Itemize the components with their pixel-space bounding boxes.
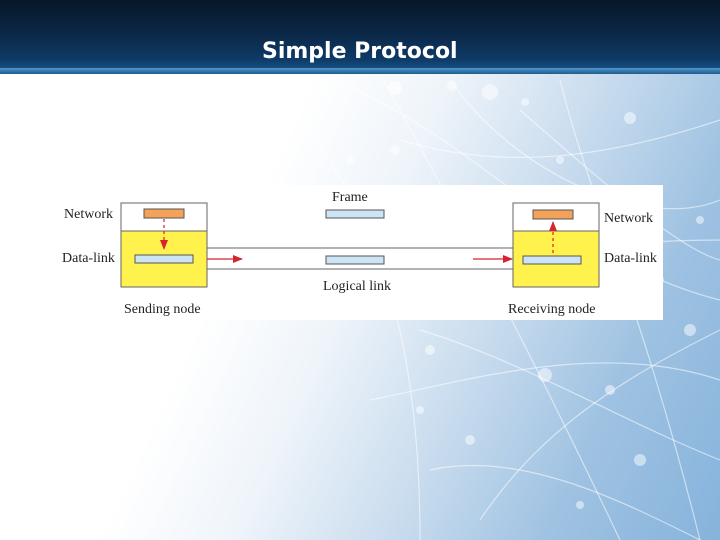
receiver-network-label: Network bbox=[604, 211, 653, 226]
sender-datalink-label: Data-link bbox=[62, 251, 115, 266]
receiver-caption: Receiving node bbox=[508, 302, 595, 317]
frame-legend-box bbox=[325, 209, 385, 219]
receiver-datalink-frame bbox=[522, 255, 582, 265]
logical-link-label: Logical link bbox=[323, 279, 391, 294]
sender-network-label: Network bbox=[64, 207, 113, 222]
simple-protocol-diagram: Network Data-link Sending node Network D… bbox=[60, 185, 663, 320]
title-bar-glow bbox=[0, 68, 720, 74]
logical-link: Frame Logical link bbox=[207, 190, 513, 294]
sender-network-packet bbox=[143, 208, 185, 219]
sender-datalink-frame bbox=[134, 254, 194, 264]
receiving-node: Network Data-link Receiving node bbox=[508, 202, 657, 317]
sender-caption: Sending node bbox=[124, 302, 201, 317]
receiver-network-packet bbox=[532, 209, 574, 220]
title-bar: Simple Protocol bbox=[0, 0, 720, 74]
page-title: Simple Protocol bbox=[262, 39, 458, 64]
frame-in-transit bbox=[325, 255, 385, 265]
sending-node: Network Data-link Sending node bbox=[62, 202, 208, 317]
receiver-datalink-label: Data-link bbox=[604, 251, 657, 266]
frame-label: Frame bbox=[332, 190, 368, 205]
